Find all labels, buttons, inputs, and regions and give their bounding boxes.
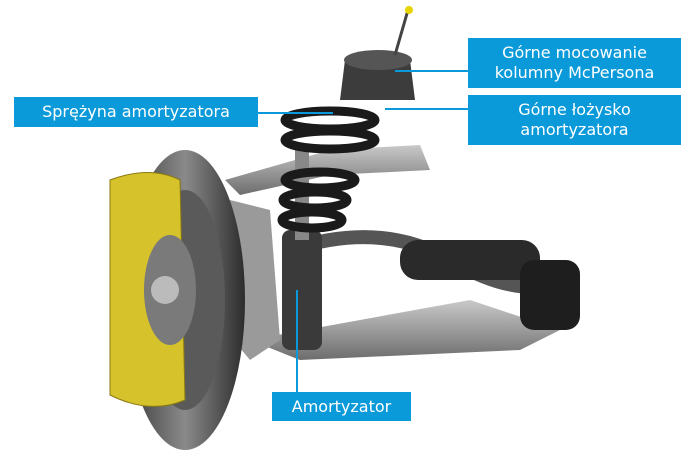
label-spring: Sprężyna amortyzatora — [14, 97, 258, 127]
leader-line-upper-bearing — [385, 108, 468, 110]
label-shock-absorber: Amortyzator — [272, 392, 411, 421]
leader-line-shock — [296, 290, 298, 392]
steering-rack — [400, 240, 540, 280]
lower-control-arm — [250, 300, 560, 360]
label-upper-mount: Górne mocowanie kolumny McPersona — [468, 38, 681, 88]
label-upper-bearing: Górne łożysko amortyzatora — [468, 95, 681, 145]
leader-line-spring — [258, 112, 333, 114]
coil-spring — [277, 106, 380, 233]
leader-line-upper-mount — [395, 70, 468, 72]
shock-absorber-body — [282, 230, 322, 350]
